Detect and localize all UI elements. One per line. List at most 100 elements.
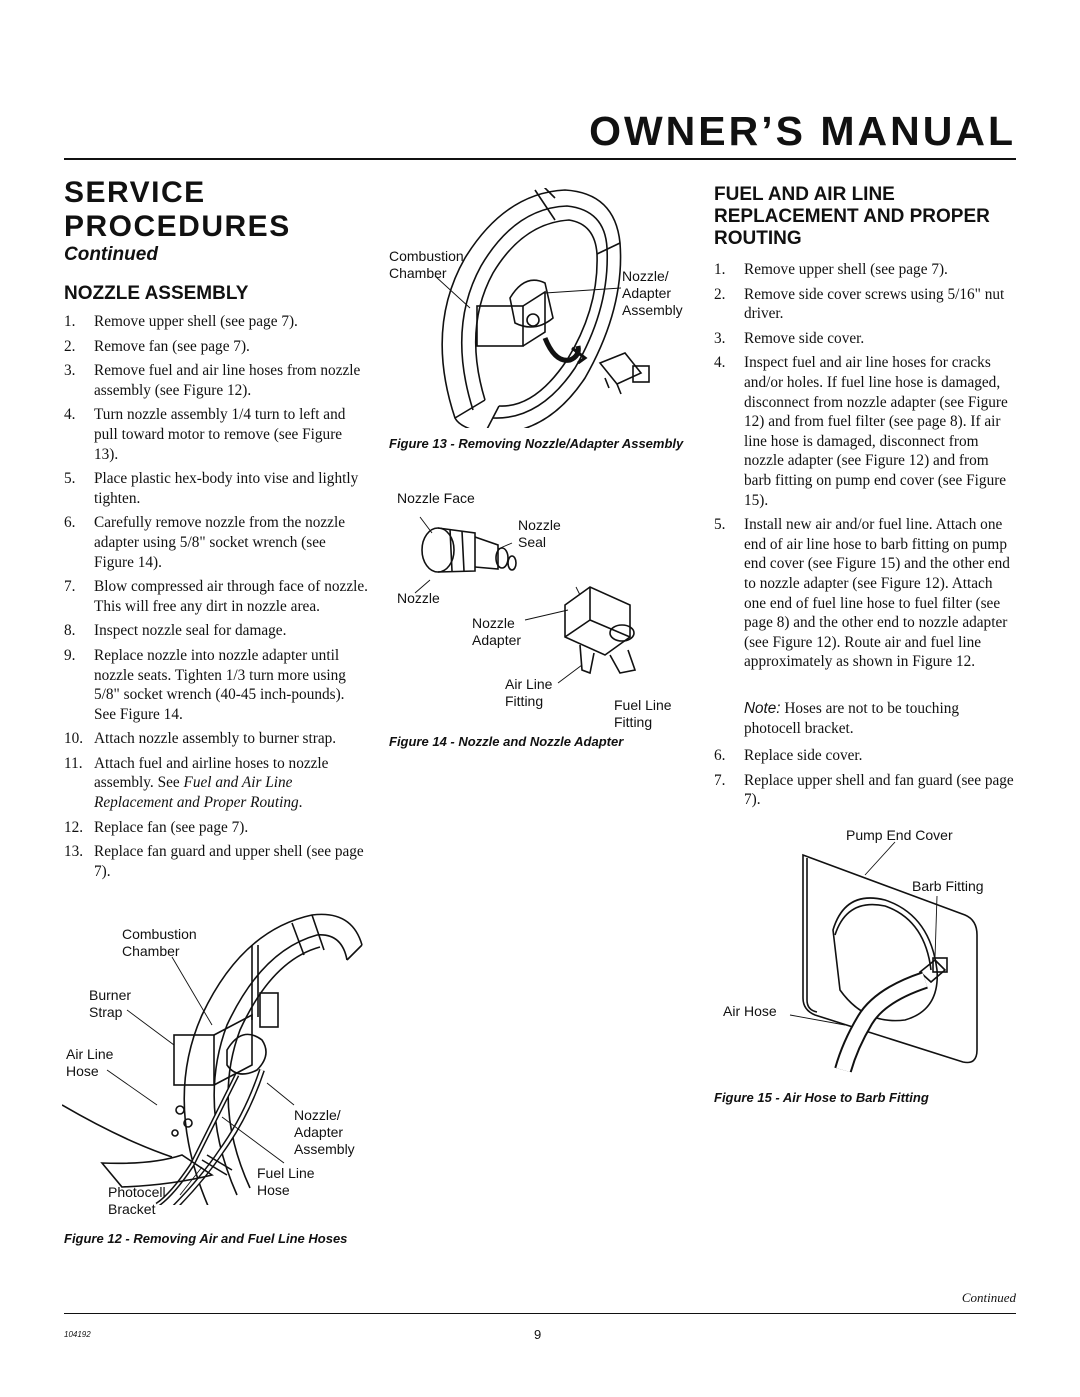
fig14-label-air-line-fitting: Air Line Fitting [505,676,553,709]
step-item: 3. Remove side cover. [714,329,1016,349]
step-text: Remove upper shell (see page 7). [94,313,298,330]
step-number: 9. [64,646,76,664]
fig14-label-nozzle: Nozzle [397,590,440,606]
fig13-label-nozzle-adapter-assembly: Nozzle/ Adapter Assembly [622,268,683,318]
step-item: 12. Replace fan (see page 7). [64,818,368,838]
fig15-label-pump-end-cover: Pump End Cover [846,827,953,843]
step-number: 1. [64,313,76,330]
step-item: 1. Remove upper shell (see page 7). [64,312,368,332]
page-number: 9 [534,1327,542,1342]
step-text: Inspect nozzle seal for damage. [94,622,287,640]
step-text: Remove side cover screws using 5/16" nut… [744,285,1005,323]
fig12-label-air-line-hose: Air Line Hose [66,1046,114,1079]
step-number: 5. [64,470,76,488]
step-text: Remove upper shell (see page 7). [744,261,948,278]
step-text: Carefully remove nozzle from the nozzle … [94,514,346,571]
step-item: 9. Replace nozzle into nozzle adapter unt… [64,646,368,724]
step-text: Replace upper shell and fan guard (see p… [744,771,1014,809]
step-number: 12. [64,818,84,836]
step-text: Attach fuel and airline hoses to nozzle … [94,754,329,792]
step-number: 4. [64,406,76,424]
step-item: 4. Inspect fuel and air line hoses for cr… [714,353,1016,510]
fig12-label-nozzle-adapter-assembly: Nozzle/ Adapter Assembly [294,1107,355,1157]
step-number: 7. [714,771,726,789]
figure-13-illustration [434,188,650,428]
step-text: Replace nozzle into nozzle adapter until… [94,646,346,723]
figure-14-illustration [414,516,637,684]
step-item: 6. Replace side cover. [714,746,1016,766]
step-item: 7. Replace upper shell and fan guard (see… [714,771,1016,810]
figure-12-illustration [62,913,363,1205]
step-number: 11. [64,754,83,772]
step-text: Replace side cover. [744,747,863,764]
note-label: Note: [744,700,781,717]
manual-title: OWNER’S MANUAL [589,108,1016,154]
step-text: Replace fan (see page 7). [94,818,249,836]
step-number: 1. [714,261,726,278]
step-text: Remove fan (see page 7). [94,337,250,355]
step-item: 13. Replace fan guard and upper shell (se… [64,842,368,881]
section-continued: Continued [64,244,158,265]
step-number: 8. [64,622,76,640]
step-item: 7. Blow compressed air through face of no… [64,577,368,616]
fig12-label-fuel-line-hose: Fuel Line Hose [257,1165,315,1198]
step-text: Blow compressed air through face of nozz… [94,578,368,615]
fig14-label-nozzle-adapter: Nozzle Adapter [472,615,522,648]
figure-13-caption: Figure 13 - Removing Nozzle/Adapter Asse… [389,436,684,451]
step-reference: Fuel and Air Line Replacement and Proper… [94,774,299,812]
doc-number: 104192 [64,1330,91,1339]
step-text: Remove fuel and air line hoses from nozz… [94,362,361,399]
fig14-label-fuel-line-fitting: Fuel Line Fitting [614,697,672,730]
fuel-air-steps: 1. Remove upper shell (see page 7). 2. Remo… [714,260,1016,677]
step-number: 3. [714,329,726,347]
step-item: 11. Attach fuel and airline hoses to nozz… [64,754,368,813]
figure-14-caption: Figure 14 - Nozzle and Nozzle Adapter [389,734,624,749]
step-item: 5. Install new air and/or fuel line. Atta… [714,515,1016,672]
step-item: 5. Place plastic hex-body into vise and l… [64,469,368,508]
fuel-air-note: Note: Hoses are not to be touching photo… [744,699,1016,738]
step-text: Install new air and/or fuel line. Attach… [744,516,1010,671]
fig12-label-photocell-bracket: Photocell Bracket [108,1184,166,1217]
step-item: 2. Remove side cover screws using 5/16" n… [714,285,1016,324]
step-text: Turn nozzle assembly 1/4 turn to left an… [94,406,346,463]
fig15-label-barb-fitting: Barb Fitting [912,878,984,894]
fig15-label-air-hose: Air Hose [723,1003,777,1019]
note-text: Hoses are not to be touching photocell b… [744,700,959,737]
fig14-label-nozzle-seal: Nozzle Seal [518,517,561,550]
nozzle-assembly-heading: NOZZLE ASSEMBLY [64,283,249,304]
step-item: 6. Carefully remove nozzle from the nozzl… [64,513,368,572]
step-number: 13. [64,843,84,861]
step-number: 4. [714,354,726,372]
figure-15-illustration [789,841,978,1073]
fig12-label-burner-strap: Burner Strap [89,987,132,1020]
step-text: Attach nozzle assembly to burner strap. [94,730,337,748]
step-text: Place plastic hex-body into vise and lig… [94,470,359,507]
footer-rule [64,1313,1016,1314]
step-number: 10. [64,730,84,748]
step-text: Inspect fuel and air line hoses for crac… [744,354,1008,509]
step-text: Replace fan guard and upper shell (see p… [94,843,364,880]
figure-15-caption: Figure 15 - Air Hose to Barb Fitting [714,1090,929,1105]
step-text: Remove side cover. [744,329,865,347]
step-number: 3. [64,362,76,380]
fuel-air-steps-continued: 6. Replace side cover. 7. Replace upper she… [714,746,1016,815]
step-number: 5. [714,516,726,534]
fuel-air-heading: FUEL AND AIR LINE REPLACEMENT AND PROPER… [714,184,990,249]
step-item: 4. Turn nozzle assembly 1/4 turn to left … [64,405,368,464]
step-number: 2. [64,337,76,355]
header-rule [64,158,1016,160]
step-item: 8. Inspect nozzle seal for damage. [64,621,368,641]
step-number: 7. [64,578,76,596]
step-text-end: . [298,794,303,812]
nozzle-assembly-steps: 1. Remove upper shell (see page 7). 2. Remo… [64,312,368,886]
section-title: SERVICE PROCEDURES [64,176,291,243]
fig13-label-combustion-chamber: Combustion Chamber [389,248,464,281]
step-number: 6. [64,514,76,532]
fig12-label-combustion-chamber: Combustion Chamber [122,926,197,959]
fig14-label-nozzle-face: Nozzle Face [397,490,475,506]
step-item: 2. Remove fan (see page 7). [64,337,368,357]
step-item: 3. Remove fuel and air line hoses from no… [64,361,368,400]
step-number: 6. [714,747,726,764]
step-number: 2. [714,285,726,303]
step-item: 10. Attach nozzle assembly to burner stra… [64,729,368,749]
